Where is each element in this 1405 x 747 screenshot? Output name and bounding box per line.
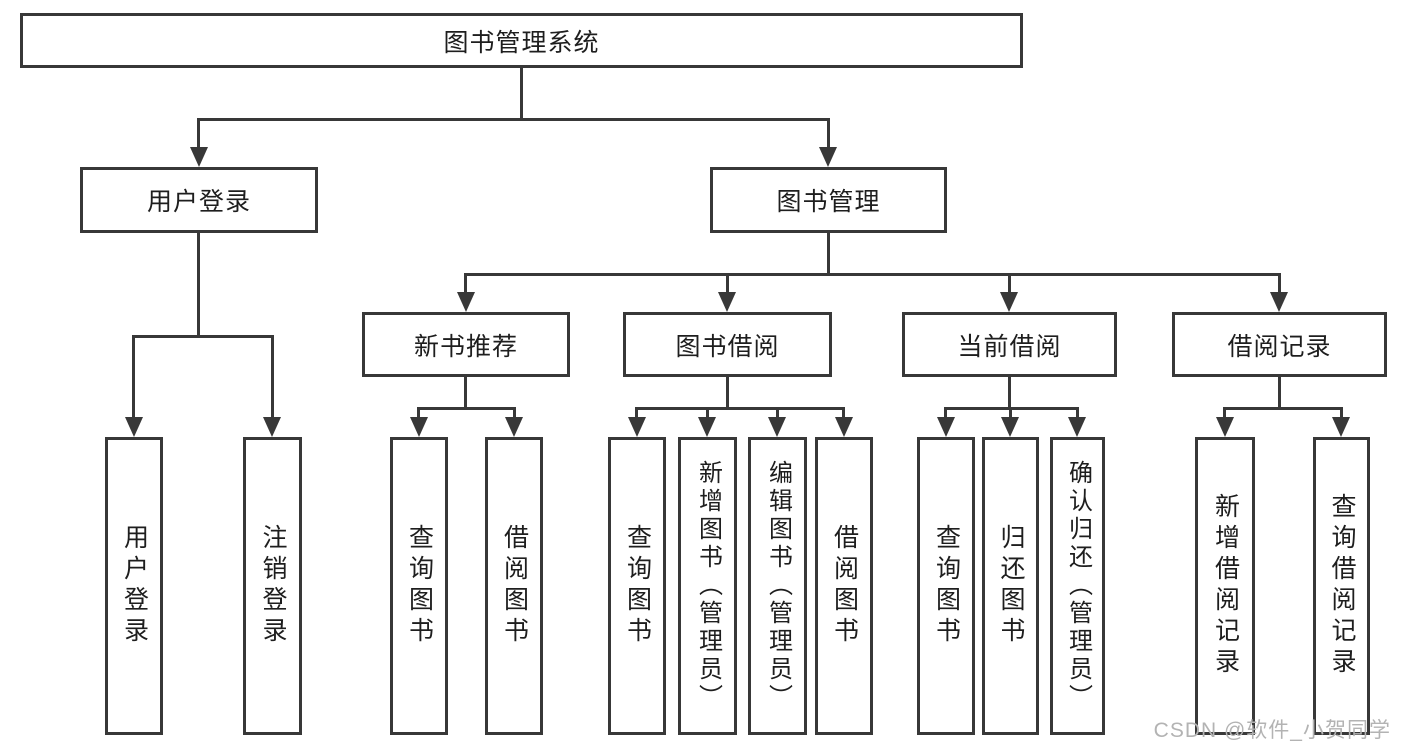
connector-level3-bar (464, 273, 1281, 276)
arrowhead-borrow-record (1270, 292, 1288, 312)
arrowhead-leaf-logout (263, 417, 281, 437)
node-book-borrow: 图书借阅 (623, 312, 832, 377)
arrowhead-cb-confirm (1068, 417, 1086, 437)
connector-new-book-bar (417, 407, 516, 410)
connector-borrow-record-stem (1278, 377, 1281, 410)
connector-drop-cb-confirm (1076, 407, 1079, 422)
connector-drop-current-borrow (1008, 273, 1011, 297)
connector-level2-bar (197, 118, 830, 121)
arrowhead-user-login (190, 147, 208, 167)
node-library-management-system: 图书管理系统 (20, 13, 1023, 68)
connector-drop-borrow-record (1278, 273, 1281, 297)
connector-book-borrow-bar (635, 407, 845, 410)
connector-drop-br-query (1340, 407, 1343, 422)
arrowhead-nb-borrow (505, 417, 523, 437)
leaf-user-login: 用户登录 (105, 437, 163, 735)
connector-drop-cb-query (944, 407, 947, 422)
connector-user-login-stem (197, 233, 200, 338)
arrowhead-br-query (1332, 417, 1350, 437)
connector-drop-bb-edit (776, 407, 779, 422)
node-book-management: 图书管理 (710, 167, 947, 233)
arrowhead-bb-query (628, 417, 646, 437)
arrowhead-bb-add (698, 417, 716, 437)
connector-drop-leaf-logout (271, 335, 274, 422)
leaf-br-add-record: 新增借阅记录 (1195, 437, 1255, 735)
connector-new-book-stem (464, 377, 467, 410)
connector-drop-user-login (197, 118, 200, 152)
arrowhead-cb-return (1001, 417, 1019, 437)
leaf-nb-query-book: 查询图书 (390, 437, 448, 735)
connector-drop-bb-add (706, 407, 709, 422)
connector-user-login-bar (132, 335, 273, 338)
connector-drop-book-borrow (726, 273, 729, 297)
connector-drop-nb-query (417, 407, 420, 422)
connector-drop-br-add (1223, 407, 1226, 422)
connector-drop-nb-borrow (513, 407, 516, 422)
arrowhead-nb-query (410, 417, 428, 437)
connector-borrow-record-bar (1223, 407, 1343, 410)
arrowhead-new-book (457, 292, 475, 312)
connector-current-borrow-stem (1008, 377, 1011, 410)
connector-drop-bb-query (635, 407, 638, 422)
node-user-login: 用户登录 (80, 167, 318, 233)
connector-drop-cb-return (1009, 407, 1012, 422)
leaf-cb-return-book: 归还图书 (982, 437, 1039, 735)
leaf-bb-borrow-book: 借阅图书 (815, 437, 873, 735)
connector-drop-bb-borrow (842, 407, 845, 422)
connector-drop-new-book (464, 273, 467, 297)
arrowhead-br-add (1216, 417, 1234, 437)
connector-drop-leaf-login (132, 335, 135, 422)
leaf-bb-add-book-admin: 新增图书（管理员） (678, 437, 737, 735)
leaf-cb-confirm-return-admin: 确认归还（管理员） (1050, 437, 1105, 735)
leaf-bb-query-book: 查询图书 (608, 437, 666, 735)
connector-root-stem (520, 68, 523, 121)
connector-drop-book-management (827, 118, 830, 152)
arrowhead-book-borrow (718, 292, 736, 312)
leaf-bb-edit-book-admin: 编辑图书（管理员） (748, 437, 807, 735)
arrowhead-current-borrow (1000, 292, 1018, 312)
arrowhead-leaf-login (125, 417, 143, 437)
arrowhead-bb-edit (768, 417, 786, 437)
arrowhead-bb-borrow (835, 417, 853, 437)
leaf-logout: 注销登录 (243, 437, 302, 735)
csdn-watermark: CSDN @软件_小贺同学 (1153, 719, 1391, 742)
connector-book-borrow-stem (726, 377, 729, 410)
node-borrow-record: 借阅记录 (1172, 312, 1387, 377)
arrowhead-book-management (819, 147, 837, 167)
leaf-nb-borrow-book: 借阅图书 (485, 437, 543, 735)
leaf-br-query-record: 查询借阅记录 (1313, 437, 1370, 735)
arrowhead-cb-query (937, 417, 955, 437)
connector-book-management-stem (827, 233, 830, 276)
node-new-book-recommend: 新书推荐 (362, 312, 570, 377)
node-current-borrow: 当前借阅 (902, 312, 1117, 377)
leaf-cb-query-book: 查询图书 (917, 437, 975, 735)
